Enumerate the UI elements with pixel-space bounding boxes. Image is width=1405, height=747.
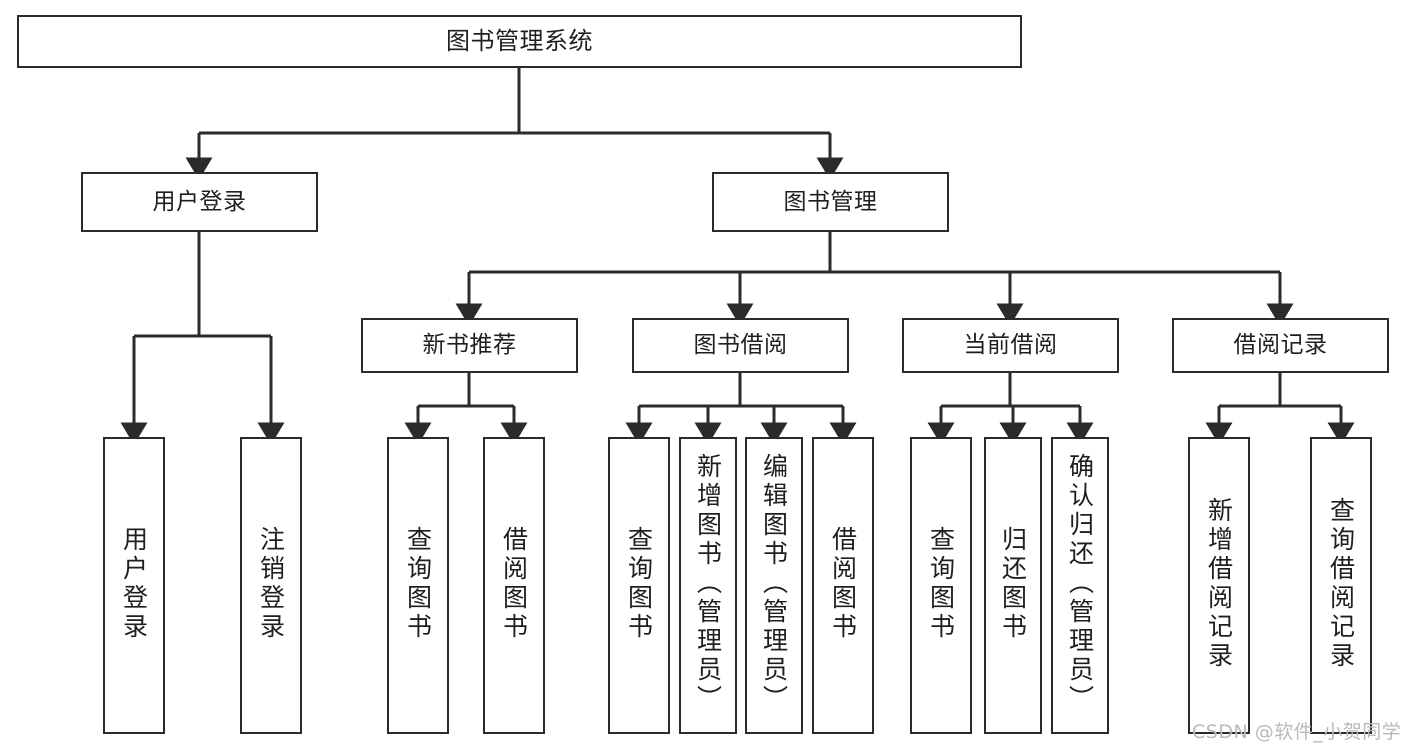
node-leaf-logout-label: 注销登录 [256, 525, 286, 642]
node-leaf-borrow-book-rec[interactable]: 借阅图书 [483, 437, 545, 734]
node-book-manage[interactable]: 图书管理 [712, 172, 949, 232]
node-leaf-add-record-label: 新增借阅记录 [1204, 496, 1234, 671]
node-leaf-query-book-rec-label: 查询图书 [403, 525, 433, 642]
node-leaf-add-book[interactable]: 新增图书（管理员） [679, 437, 737, 734]
node-leaf-user-login-label: 用户登录 [119, 525, 149, 642]
node-leaf-add-record[interactable]: 新增借阅记录 [1188, 437, 1250, 734]
node-leaf-logout[interactable]: 注销登录 [240, 437, 302, 734]
node-leaf-query-book-cur-label: 查询图书 [926, 525, 956, 642]
node-root[interactable]: 图书管理系统 [17, 15, 1022, 68]
node-leaf-return-book-label: 归还图书 [998, 525, 1028, 642]
node-leaf-confirm-return-label: 确认归还（管理员） [1065, 453, 1095, 714]
node-root-label: 图书管理系统 [446, 26, 593, 55]
node-book-borrow-label: 图书借阅 [693, 332, 788, 359]
node-leaf-query-record-label: 查询借阅记录 [1326, 496, 1356, 671]
node-new-book-rec-label: 新书推荐 [422, 332, 517, 359]
node-user-login-label: 用户登录 [152, 188, 247, 215]
node-leaf-query-book-rec[interactable]: 查询图书 [387, 437, 449, 734]
node-leaf-borrow-book[interactable]: 借阅图书 [812, 437, 874, 734]
node-leaf-borrow-book-label: 借阅图书 [828, 525, 858, 642]
node-borrow-record[interactable]: 借阅记录 [1172, 318, 1389, 373]
node-leaf-borrow-book-rec-label: 借阅图书 [499, 525, 529, 642]
node-leaf-user-login[interactable]: 用户登录 [103, 437, 165, 734]
node-book-borrow[interactable]: 图书借阅 [632, 318, 849, 373]
csdn-watermark: CSDN @软件_小贺同学 [1192, 721, 1402, 743]
node-new-book-rec[interactable]: 新书推荐 [361, 318, 578, 373]
node-leaf-confirm-return[interactable]: 确认归还（管理员） [1051, 437, 1109, 734]
node-leaf-add-book-label: 新增图书（管理员） [693, 453, 723, 714]
node-leaf-edit-book-label: 编辑图书（管理员） [759, 453, 789, 714]
node-leaf-query-book-cur[interactable]: 查询图书 [910, 437, 972, 734]
node-user-login[interactable]: 用户登录 [81, 172, 318, 232]
node-current-borrow[interactable]: 当前借阅 [902, 318, 1119, 373]
node-leaf-query-book-borrow[interactable]: 查询图书 [608, 437, 670, 734]
node-current-borrow-label: 当前借阅 [963, 332, 1058, 359]
node-book-manage-label: 图书管理 [783, 188, 878, 215]
node-leaf-edit-book[interactable]: 编辑图书（管理员） [745, 437, 803, 734]
node-leaf-return-book[interactable]: 归还图书 [984, 437, 1042, 734]
node-leaf-query-record[interactable]: 查询借阅记录 [1310, 437, 1372, 734]
node-borrow-record-label: 借阅记录 [1233, 332, 1328, 359]
node-leaf-query-book-borrow-label: 查询图书 [624, 525, 654, 642]
